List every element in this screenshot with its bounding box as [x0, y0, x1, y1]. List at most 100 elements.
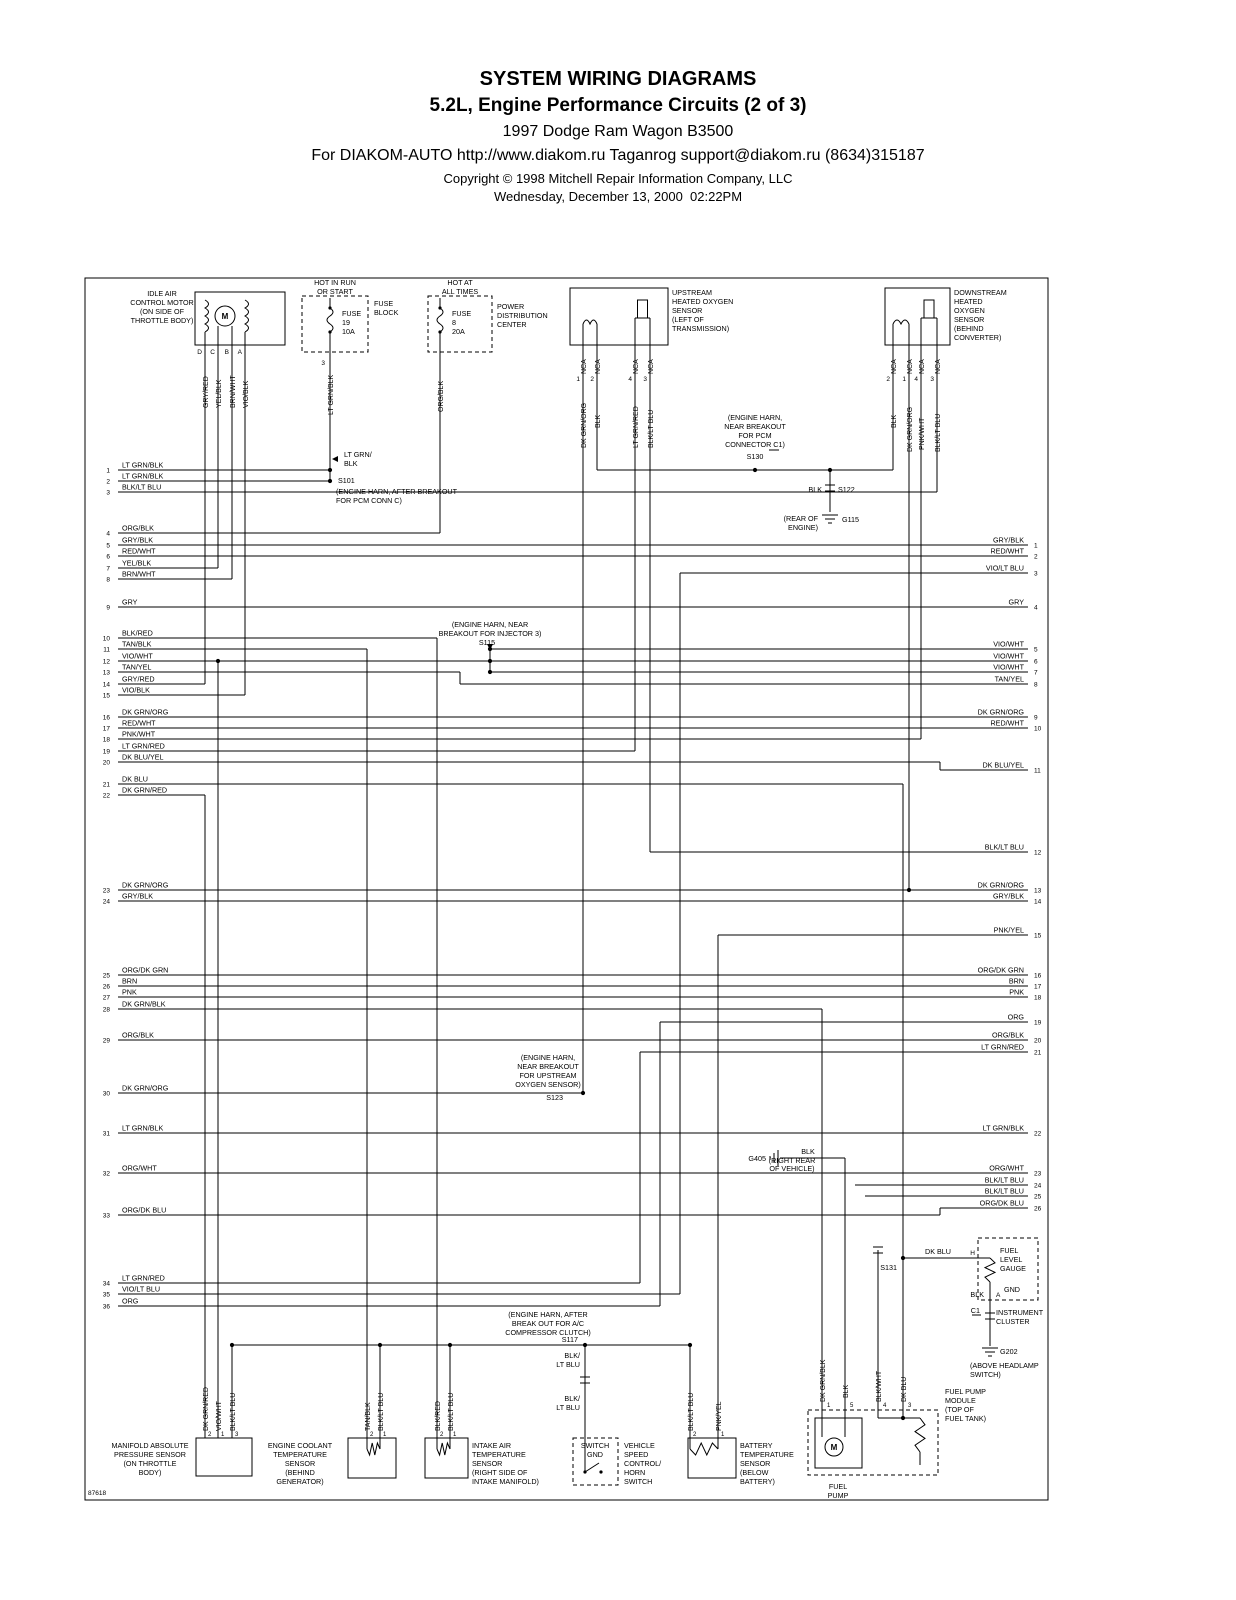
- diagram-label: 3: [235, 1432, 239, 1438]
- pin-number-right: 24: [1034, 1183, 1042, 1190]
- motor-letter: M: [222, 312, 229, 321]
- pin-number-left: 17: [103, 726, 111, 733]
- diagram-label: BREAK OUT FOR A/C: [512, 1319, 584, 1328]
- diagram-label: (REAR OF: [784, 514, 819, 523]
- diagram-label: (ENGINE HARN, NEAR: [452, 620, 528, 629]
- wire-color-label-vertical: DK GRN/RED: [203, 1387, 210, 1431]
- doc-title: SYSTEM WIRING DIAGRAMS: [479, 68, 757, 90]
- diagram-label: POWER: [497, 302, 524, 311]
- diagram-label: BATTERY): [740, 1477, 775, 1486]
- wire-color-label: DK GRN/BLK: [122, 1000, 166, 1009]
- diagram-label: GND: [1004, 1285, 1020, 1294]
- diagram-label: 87618: [88, 1490, 106, 1497]
- diagram-label: SWITCH: [624, 1477, 652, 1486]
- wire-color-label: RED/WHT: [990, 547, 1024, 556]
- pin-number-right: 21: [1034, 1050, 1042, 1057]
- wire-color-label: VIO/WHT: [993, 652, 1024, 661]
- diagram-label: BLK: [801, 1147, 815, 1156]
- diagram-label: GND: [587, 1450, 603, 1459]
- diagram-label: 1: [453, 1432, 457, 1438]
- wire-color-label-vertical: PNK/WHT: [919, 417, 926, 450]
- diagram-label: 4: [883, 1403, 887, 1409]
- wire-color-label-vertical: TAN/BLK: [365, 1402, 372, 1431]
- diagram-label: A: [238, 349, 243, 356]
- pin-number-left: 8: [106, 577, 110, 584]
- diagram-label: MODULE: [945, 1396, 976, 1405]
- wire-color-label-vertical: BLK/LT BLU: [230, 1393, 237, 1431]
- pin-number-left: 4: [106, 531, 110, 538]
- splice-dot: [215, 658, 221, 664]
- wire-color-label-vertical: BLK/RED: [435, 1401, 442, 1431]
- pin-number-left: 12: [103, 659, 111, 666]
- component-box: [427, 295, 493, 353]
- diagram-label: SPEED: [624, 1450, 648, 1459]
- diagram-label: ALL TIMES: [442, 287, 479, 296]
- diagram-label: S122: [838, 485, 855, 494]
- wire-color-label: ORG/DK BLU: [980, 1199, 1024, 1208]
- pin-number-right: 26: [1034, 1206, 1042, 1213]
- diagram-label: COMPRESSOR CLUTCH): [505, 1328, 590, 1337]
- pin-number-left: 26: [103, 984, 111, 991]
- diagram-label: NEAR BREAKOUT: [517, 1062, 579, 1071]
- diagram-label: A: [996, 1292, 1001, 1299]
- wire-color-label-vertical: BLK/LT BLU: [688, 1393, 695, 1431]
- diagram-label: GAUGE: [1000, 1264, 1026, 1273]
- motor-icon: [214, 305, 236, 327]
- component-box: [194, 291, 286, 346]
- pin-number-left: 5: [106, 543, 110, 550]
- pin-number-left: 33: [103, 1213, 111, 1220]
- diagram-label: 5: [850, 1403, 854, 1409]
- diagram-label: S123: [546, 1093, 563, 1102]
- diagram-label: (ENGINE HARN, AFTER BREAKOUT: [336, 487, 458, 496]
- diagram-label: UPSTREAM: [672, 288, 712, 297]
- diagram-label: BODY): [139, 1468, 162, 1477]
- diagram-label: BLK: [344, 459, 358, 468]
- pin-number-left: 30: [103, 1091, 111, 1098]
- component-box: [687, 1437, 737, 1479]
- wire-color-label: TAN/BLK: [122, 640, 152, 649]
- wire-color-label: PNK: [1009, 988, 1024, 997]
- component-box: [424, 1437, 469, 1479]
- diagram-label: 2: [440, 1432, 444, 1438]
- wire-color-label: RED/WHT: [122, 547, 156, 556]
- diagram-label: THROTTLE BODY): [131, 316, 194, 325]
- diagram-label: CONNECTOR C1): [725, 440, 785, 449]
- diagram-label: BLK: [808, 485, 822, 494]
- diagram-label: (ON THROTTLE: [124, 1459, 177, 1468]
- wire-color-label-vertical: NCA: [633, 359, 640, 374]
- wire-color-label: ORG/DK BLU: [122, 1206, 166, 1215]
- diagram-label: CONTROL MOTOR: [130, 298, 194, 307]
- wire-color-label: VIO/LT BLU: [986, 564, 1024, 573]
- diagram-label: OXYGEN SENSOR): [515, 1080, 581, 1089]
- diagram-label: 4: [914, 376, 918, 383]
- pin-number-right: 11: [1034, 768, 1041, 775]
- diagram-label: B: [225, 349, 229, 356]
- diagram-label: (RIGHT REAR: [769, 1156, 816, 1165]
- splice-dot: [327, 478, 333, 484]
- pin-number-right: 2: [1034, 554, 1038, 561]
- diagram-label: (LEFT OF: [672, 315, 704, 324]
- wire-color-label: LT GRN/RED: [122, 1274, 165, 1283]
- pin-number-right: 16: [1034, 973, 1042, 980]
- wire-color-label-vertical: NCA: [907, 359, 914, 374]
- wire-color-label-vertical: NCA: [648, 359, 655, 374]
- diagram-label: PRESSURE SENSOR: [114, 1450, 186, 1459]
- wire-color-label-vertical: BLK/LT BLU: [378, 1393, 385, 1431]
- wire-color-label: VIO/WHT: [993, 640, 1024, 649]
- wire-color-label-vertical: YEL/BLK: [216, 379, 223, 408]
- wire-color-label-vertical: BRN/WHT: [230, 375, 237, 408]
- diagram-label: FUSE: [342, 309, 361, 318]
- diagram-label: OF VEHICLE): [769, 1164, 814, 1173]
- splice-dot: [752, 467, 758, 473]
- diagram-label: C: [210, 349, 215, 356]
- pin-number-right: 23: [1034, 1171, 1042, 1178]
- pin-number-left: 1: [106, 468, 110, 475]
- pin-number-left: 22: [103, 793, 111, 800]
- pin-number-right: 10: [1034, 726, 1042, 733]
- diagram-label: 2: [693, 1432, 697, 1438]
- resistor-icon: [689, 1441, 719, 1457]
- splice-dot: [229, 1342, 235, 1348]
- pin-number-left: 28: [103, 1007, 111, 1014]
- splice-dot: [827, 467, 833, 473]
